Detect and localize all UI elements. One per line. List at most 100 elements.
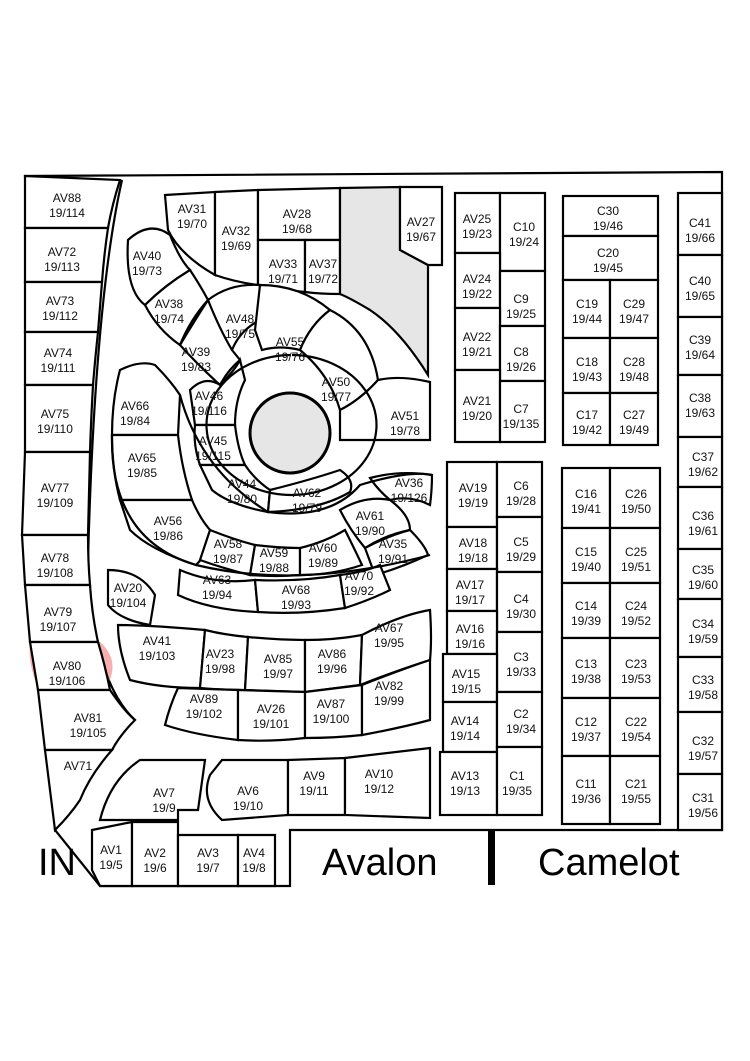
plot-C40[interactable]: [676, 253, 724, 319]
plot-AV71[interactable]: [43, 748, 115, 833]
plot-id-label: C16: [575, 487, 597, 501]
plot-C26[interactable]: [608, 466, 662, 530]
plot-AV6[interactable]: [205, 758, 290, 822]
plot-C12[interactable]: [560, 696, 612, 758]
plot-id-label: AV46: [195, 389, 224, 403]
plot-C15[interactable]: [560, 526, 612, 585]
plot-C7[interactable]: [498, 379, 547, 444]
plot-C1[interactable]: [495, 745, 544, 817]
plot-AV4[interactable]: [236, 833, 277, 888]
plot-AV25[interactable]: [453, 191, 502, 255]
plot-C39[interactable]: [676, 315, 724, 377]
plot-AV1[interactable]: [90, 820, 134, 888]
plot-id-label: C36: [692, 509, 714, 523]
plot-AV89[interactable]: [163, 686, 240, 742]
plot-AV7[interactable]: [98, 758, 207, 822]
camelot-upper-block: [561, 194, 660, 447]
plot-C32[interactable]: [676, 710, 724, 776]
middle-ring: [178, 394, 433, 515]
plot-AV27[interactable]: [398, 185, 444, 267]
plot-C21[interactable]: [608, 754, 662, 826]
plot-number-label: 19/99: [374, 694, 404, 708]
plot-id-label: AV48: [226, 312, 255, 326]
plot-AV51[interactable]: [338, 376, 432, 442]
plot-C29[interactable]: [608, 278, 660, 340]
plot-number-label: 19/12: [364, 782, 394, 796]
plot-C33[interactable]: [676, 655, 724, 714]
plot-AV66[interactable]: [110, 362, 182, 437]
plot-id-label: AV40: [133, 249, 162, 263]
plot-number-label: 19/16: [455, 637, 485, 651]
plot-C41[interactable]: [676, 191, 724, 257]
plot-id-label: C34: [692, 617, 714, 631]
plot-id-label: AV73: [46, 294, 75, 308]
plot-C2[interactable]: [495, 690, 544, 749]
plot-number-label: 19/103: [139, 649, 176, 663]
plot-C27[interactable]: [608, 391, 660, 447]
plot-number-label: 19/74: [154, 312, 184, 326]
plot-C34[interactable]: [676, 597, 724, 659]
bottom-plots: [90, 746, 432, 888]
plot-id-label: C25: [625, 545, 647, 559]
plot-AV24[interactable]: [453, 251, 502, 310]
plot-AV62[interactable]: [266, 468, 353, 514]
plot-id-label: AV44: [228, 477, 257, 491]
plot-id-label: C12: [575, 715, 597, 729]
plot-number-label: 19/105: [70, 726, 107, 740]
plot-AV13[interactable]: [438, 750, 499, 817]
plot-C16[interactable]: [560, 466, 612, 530]
plot-id-label: AV63: [203, 573, 232, 587]
plot-AV15[interactable]: [441, 652, 499, 704]
plot-AV70[interactable]: [338, 563, 392, 610]
plot-id-label: AV72: [48, 245, 77, 259]
plot-id-label: C29: [623, 297, 645, 311]
plot-id-label: AV71: [64, 759, 93, 773]
plot-id-label: AV16: [456, 622, 485, 636]
plot-number-label: 19/44: [572, 312, 602, 326]
plot-C36[interactable]: [676, 485, 724, 551]
plot-id-label: AV59: [260, 546, 289, 560]
plot-AV39[interactable]: [178, 297, 242, 387]
plot-C30[interactable]: [561, 194, 660, 238]
plot-number-label: 19/45: [593, 261, 623, 275]
plot-id-label: AV14: [451, 714, 480, 728]
plot-number-label: 19/109: [37, 496, 74, 510]
plot-AV81[interactable]: [36, 688, 137, 752]
plot-C3[interactable]: [495, 630, 544, 694]
outer-ring: [110, 434, 431, 577]
plot-id-label: AV23: [206, 647, 235, 661]
plot-id-label: AV21: [463, 394, 492, 408]
plot-id-label: AV7: [153, 786, 175, 800]
plot-C37[interactable]: [676, 435, 724, 489]
plot-number-label: 19/77: [321, 390, 351, 404]
plot-C8[interactable]: [498, 324, 547, 383]
plot-C31[interactable]: [676, 772, 724, 832]
plot-AV16[interactable]: [445, 609, 499, 656]
plot-number-label: 19/93: [281, 598, 311, 612]
plot-AV10[interactable]: [343, 746, 432, 820]
plot-C35[interactable]: [676, 547, 724, 601]
plot-C6[interactable]: [495, 460, 544, 519]
plot-AV82[interactable]: [360, 658, 432, 737]
plot-number-label: 19/111: [41, 361, 76, 375]
plot-id-label: AV68: [282, 583, 311, 597]
plot-id-label: C18: [576, 355, 598, 369]
plot-C9[interactable]: [498, 269, 547, 328]
plot-number-label: 19/64: [685, 348, 715, 362]
plot-AV41[interactable]: [116, 623, 207, 690]
plot-number-label: 19/46: [593, 219, 623, 233]
plot-C4[interactable]: [495, 570, 544, 634]
plot-AV35[interactable]: [363, 528, 430, 577]
plot-number-label: 19/106: [49, 674, 86, 688]
plot-AV21[interactable]: [453, 368, 502, 444]
plot-C5[interactable]: [495, 515, 544, 574]
plot-id-label: AV4: [243, 846, 265, 860]
plot-C23[interactable]: [608, 636, 662, 700]
plot-id-label: AV19: [459, 481, 488, 495]
plot-number-label: 19/70: [177, 217, 207, 231]
plot-C13[interactable]: [560, 636, 612, 700]
plot-number-label: 19/33: [506, 665, 536, 679]
plot-number-label: 19/47: [619, 312, 649, 326]
plot-id-label: C31: [692, 791, 714, 805]
